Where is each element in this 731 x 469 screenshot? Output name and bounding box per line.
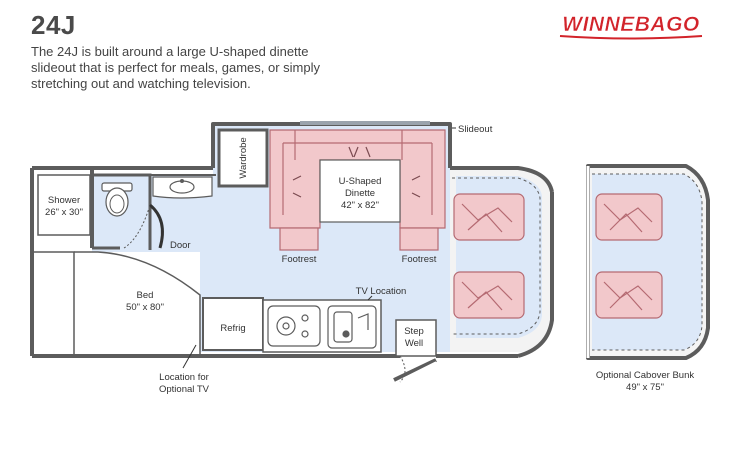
- label-cabover-bunk: Optional Cabover Bunk: [596, 370, 694, 381]
- label-bed-size: 50" x 80": [126, 302, 164, 313]
- label-footrest-left: Footrest: [282, 254, 317, 265]
- floorplan-labels: Slideout Wardrobe U-Shaped Dinette 42" x…: [45, 124, 694, 395]
- bathroom-door-icon: [123, 203, 164, 249]
- label-step: Step: [404, 326, 424, 337]
- optional-tv-leader: [182, 344, 197, 369]
- footrest-right: [399, 227, 439, 251]
- label-shower-size: 26" x 30": [45, 207, 83, 218]
- brand-name: WINNEBAGO: [562, 13, 700, 36]
- lavatory-sink-icon: [152, 176, 213, 199]
- winnebago-logo: WINNEBAGO: [559, 13, 703, 40]
- label-dinette-2: Dinette: [345, 188, 375, 199]
- bunk-seat-bottom: [595, 271, 663, 319]
- cab-seat-bottom: [453, 271, 525, 319]
- toilet-icon: [101, 182, 133, 217]
- label-bed: Bed: [137, 290, 154, 301]
- label-optional-tv-1: Location for: [159, 372, 209, 383]
- label-slideout: Slideout: [458, 124, 493, 135]
- bunk-seat-top: [595, 193, 663, 241]
- label-dinette-size: 42" x 82": [341, 200, 379, 211]
- label-well: Well: [405, 338, 423, 349]
- label-door: Door: [170, 240, 191, 251]
- label-cabover-bunk-size: 49" x 75": [626, 382, 664, 393]
- dinette-table: [319, 159, 401, 223]
- model-description: The 24J is built around a large U-shaped…: [31, 44, 321, 91]
- label-shower: Shower: [48, 195, 80, 206]
- galley-sink-icon: [327, 305, 377, 349]
- footrest-left: [279, 227, 319, 251]
- model-title: 24J: [31, 10, 76, 40]
- entry-door-icon: [393, 355, 437, 383]
- cooktop-icon: [267, 305, 321, 347]
- label-footrest-right: Footrest: [402, 254, 437, 265]
- cab-seat-top: [453, 193, 525, 241]
- label-tv-location: TV Location: [356, 286, 407, 297]
- label-refrig: Refrig: [220, 323, 245, 334]
- label-wardrobe: Wardrobe: [238, 137, 249, 178]
- label-dinette-1: U-Shaped: [339, 176, 382, 187]
- dinette-seam-icons: [292, 146, 421, 198]
- label-optional-tv-2: Optional TV: [159, 384, 210, 395]
